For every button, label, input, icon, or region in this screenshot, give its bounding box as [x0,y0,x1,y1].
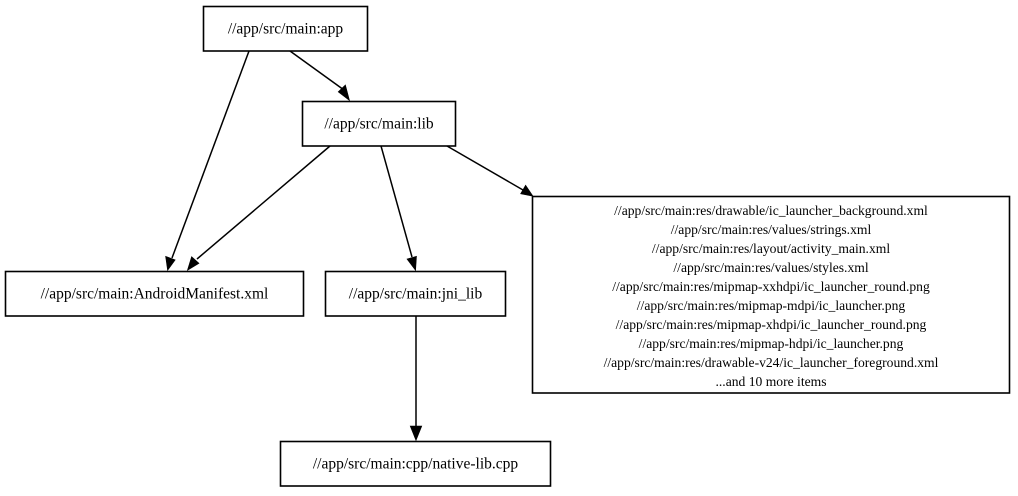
node-resources-line-4: //app/src/main:res/values/styles.xml [673,260,868,275]
node-resources-box[interactable] [531,195,1011,394]
node-lib[interactable]: //app/src/main:lib [301,100,457,147]
edge-app-to-manifest-arrowhead [165,255,176,272]
node-resources-line-3: //app/src/main:res/layout/activity_main.… [652,241,890,256]
node-app-box[interactable] [202,5,369,52]
edge-jni-lib-to-native-lib [409,316,423,442]
edge-lib-to-manifest-line [196,145,331,260]
node-lib-box[interactable] [301,100,457,147]
node-layer: //app/src/main:app //app/src/main:lib //… [4,5,1011,487]
edge-app-to-manifest [165,50,250,272]
node-native-lib-label: //app/src/main:cpp/native-lib.cpp [313,455,519,472]
node-lib-label: //app/src/main:lib [324,115,434,132]
node-manifest[interactable]: //app/src/main:AndroidManifest.xml [4,270,305,317]
edge-app-to-lib-line [289,50,345,91]
node-manifest-box[interactable] [4,270,305,317]
node-resources-line-2: //app/src/main:res/values/strings.xml [671,222,872,237]
edge-app-to-lib [289,50,351,102]
edge-lib-to-jni-lib-line [380,145,413,258]
node-jni-lib-label: //app/src/main:jni_lib [349,285,483,302]
node-resources-line-7: //app/src/main:res/mipmap-xhdpi/ic_launc… [616,317,927,332]
node-native-lib[interactable]: //app/src/main:cpp/native-lib.cpp [279,440,552,487]
node-jni-lib[interactable]: //app/src/main:jni_lib [324,270,507,317]
edge-lib-to-resources-arrowhead [520,184,534,197]
node-resources[interactable]: //app/src/main:res/drawable/ic_launcher_… [531,195,1011,394]
edge-lib-to-manifest-arrowhead [186,256,200,271]
node-native-lib-box[interactable] [279,440,552,487]
edge-app-to-manifest-line [171,50,250,259]
node-manifest-label: //app/src/main:AndroidManifest.xml [41,285,269,302]
node-resources-line-1: //app/src/main:res/drawable/ic_launcher_… [614,203,928,218]
edge-jni-lib-to-native-lib-arrowhead [409,425,423,442]
node-resources-line-5: //app/src/main:res/mipmap-xxhdpi/ic_laun… [612,279,930,294]
node-resources-line-9: //app/src/main:res/drawable-v24/ic_launc… [604,355,939,370]
edge-lib-to-jni-lib [380,145,417,272]
edge-lib-to-manifest [186,145,331,271]
edge-lib-to-resources [446,145,534,197]
node-resources-line-6: //app/src/main:res/mipmap-mdpi/ic_launch… [637,298,906,313]
edge-layer [165,50,534,442]
node-app[interactable]: //app/src/main:app [202,5,369,52]
edge-app-to-lib-arrowhead [337,84,351,102]
node-jni-lib-box[interactable] [324,270,507,317]
node-resources-line-10: ...and 10 more items [716,374,827,389]
node-resources-line-8: //app/src/main:res/mipmap-hdpi/ic_launch… [639,336,904,351]
edge-lib-to-jni-lib-arrowhead [406,255,417,272]
node-app-label: //app/src/main:app [228,20,344,37]
edge-lib-to-resources-line [446,145,524,191]
